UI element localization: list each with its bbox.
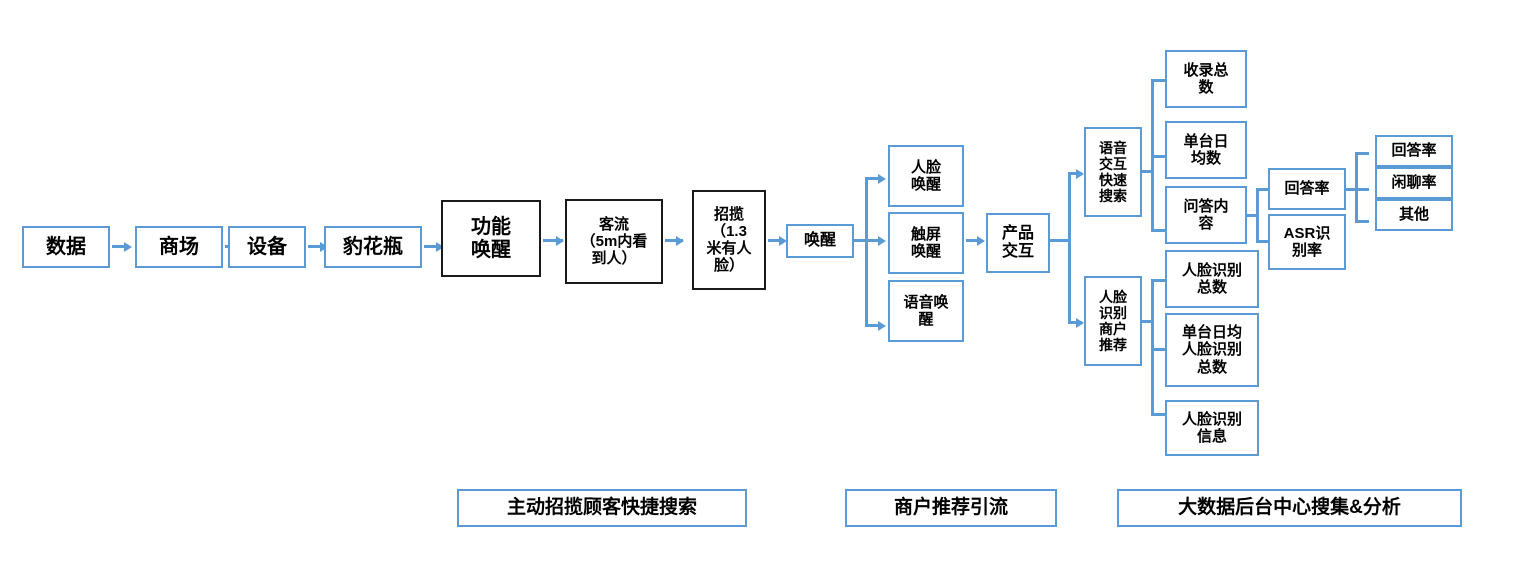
bracket-face-arm-3 [1151, 413, 1165, 416]
node-voice-search[interactable]: 语音 交互 快速 搜索 [1084, 127, 1142, 217]
arrow-wake-touch [878, 236, 886, 246]
bracket-qa-stem [1247, 214, 1259, 217]
node-solicit[interactable]: 招揽 （1.3 米有人 脸） [692, 190, 766, 290]
caption-solicit[interactable]: 主动招揽顾客快捷搜索 [457, 489, 747, 527]
connector-data-mall [112, 245, 126, 248]
node-vase[interactable]: 豹花瓶 [324, 226, 422, 268]
node-answer-rate-detail[interactable]: 回答率 [1375, 135, 1453, 167]
connector-traffic-solicit [665, 239, 683, 242]
node-answer-rate[interactable]: 回答率 [1268, 168, 1346, 210]
node-face-wake[interactable]: 人脸 唤醒 [888, 145, 964, 207]
bracket-face-arm-1 [1151, 279, 1165, 282]
node-touch-wake[interactable]: 触屏 唤醒 [888, 212, 964, 274]
bracket-voice-arm-1 [1151, 79, 1165, 82]
node-voice-wake[interactable]: 语音唤 醒 [888, 280, 964, 342]
node-device[interactable]: 设备 [228, 226, 306, 268]
node-traffic[interactable]: 客流 （5m内看 到人） [565, 199, 663, 284]
connector-product-trunk-v [1068, 172, 1071, 324]
connector-product-voicesearch [1068, 172, 1082, 175]
bracket-answer-arm-3 [1355, 220, 1369, 223]
connector-wake-face [865, 177, 883, 180]
bracket-voice-arm-2 [1151, 155, 1165, 158]
arrow-wake-voice [878, 321, 886, 331]
bracket-answer-arm-2 [1355, 188, 1369, 191]
bracket-face-stem [1142, 320, 1154, 323]
arrow-traffic-solicit [676, 236, 684, 246]
node-other[interactable]: 其他 [1375, 199, 1453, 231]
node-data[interactable]: 数据 [22, 226, 110, 268]
node-mall[interactable]: 商场 [135, 226, 223, 268]
arrow-product-voicesearch [1076, 169, 1084, 179]
bracket-qa-spine [1256, 188, 1259, 243]
caption-bigdata[interactable]: 大数据后台中心搜集&分析 [1117, 489, 1462, 527]
node-chat-rate[interactable]: 闲聊率 [1375, 167, 1453, 199]
bracket-face-arm-2 [1151, 348, 1165, 351]
connector-product-facerec [1068, 321, 1082, 324]
connector-funcwake-traffic [543, 239, 563, 242]
bracket-answer-spine [1355, 152, 1358, 223]
bracket-voice-arm-3 [1151, 229, 1165, 232]
arrow-vase-funcwake [436, 242, 444, 252]
connector-wake-touch [865, 239, 883, 242]
connector-touch-product [966, 239, 982, 242]
node-wake[interactable]: 唤醒 [786, 224, 854, 258]
arrow-funcwake-traffic [556, 236, 564, 246]
bracket-answer-arm-1 [1355, 152, 1369, 155]
connector-solicit-wake [768, 239, 784, 242]
node-asr-rate[interactable]: ASR识 别率 [1268, 214, 1346, 270]
connector-device-vase [308, 245, 322, 248]
bracket-qa-arm-2 [1256, 240, 1270, 243]
connector-wake-trunk-h [854, 239, 868, 242]
node-total-collected[interactable]: 收录总 数 [1165, 50, 1247, 108]
arrow-touch-product [977, 236, 985, 246]
bracket-voice-stem [1142, 170, 1154, 173]
node-product-interaction[interactable]: 产品 交互 [986, 213, 1050, 273]
node-function-wake[interactable]: 功能 唤醒 [441, 200, 541, 277]
connector-wake-voice [865, 324, 883, 327]
connector-vase-funcwake [424, 245, 440, 248]
caption-merchant[interactable]: 商户推荐引流 [845, 489, 1057, 527]
node-face-total[interactable]: 人脸识别 总数 [1165, 250, 1259, 308]
node-face-recommend[interactable]: 人脸 识别 商户 推荐 [1084, 276, 1142, 366]
arrow-product-facerec [1076, 318, 1084, 328]
bracket-qa-arm-1 [1256, 188, 1270, 191]
node-daily-avg-per-unit[interactable]: 单台日 均数 [1165, 121, 1247, 179]
node-qa-content[interactable]: 问答内 容 [1165, 186, 1247, 244]
node-face-daily-avg[interactable]: 单台日均 人脸识别 总数 [1165, 313, 1259, 387]
arrow-wake-face [878, 174, 886, 184]
bracket-answer-stem [1346, 188, 1358, 191]
arrow-solicit-wake [779, 236, 787, 246]
arrow-data-mall [124, 242, 132, 252]
node-face-info[interactable]: 人脸识别 信息 [1165, 400, 1259, 456]
bracket-face-spine [1151, 279, 1154, 416]
connector-product-trunk-h [1050, 239, 1070, 242]
connector-wake-trunk-v [865, 177, 868, 327]
